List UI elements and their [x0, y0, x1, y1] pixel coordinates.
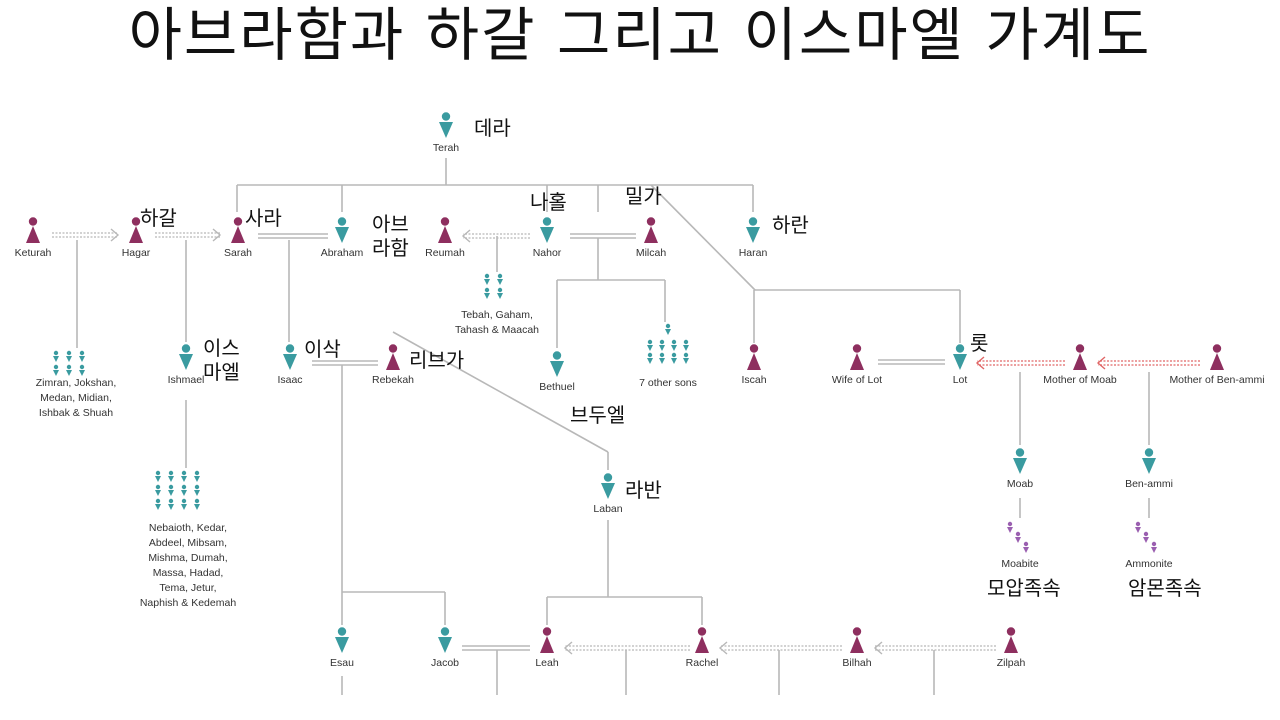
- female-person-icon: [231, 217, 245, 243]
- ko-isaac: 이삭: [304, 337, 341, 361]
- person-name-label: Esau: [330, 657, 354, 669]
- group-nahor-other-sons[interactable]: [644, 323, 694, 373]
- person-name-label: Ishmael: [167, 374, 205, 386]
- label-nahor-other-sons: 7 other sons: [639, 377, 697, 389]
- ko-lot: 롯: [970, 331, 989, 355]
- female-person-icon: [26, 217, 40, 243]
- label-reumah-sons: Tebah, Gaham, Tahash & Maacah: [454, 309, 540, 336]
- person-name-label: Sarah: [223, 247, 253, 259]
- descendants-icon: [1007, 521, 1029, 553]
- hagar-arrow-head: [212, 228, 222, 242]
- female-person-icon: [540, 627, 554, 653]
- keturah-arrow-head: [110, 228, 120, 242]
- person-name-label: Rebekah: [371, 374, 415, 386]
- ko-hagar: 하갈: [140, 206, 177, 230]
- ko-ishmael: 이스 마엘: [203, 336, 240, 384]
- ko-sarah: 사라: [245, 206, 282, 230]
- label-ishmael-sons: Nebaioth, Kedar, Abdeel, Mibsam, Mishma,…: [139, 522, 237, 609]
- male-person-icon: [746, 217, 760, 243]
- male-person-icon: [335, 627, 349, 653]
- ko-rebekah: 리브가: [409, 348, 465, 372]
- group-moabite[interactable]: [1004, 520, 1034, 556]
- person-name-label: Isaac: [277, 374, 303, 386]
- ko-abraham: 아브 라함: [372, 212, 409, 260]
- female-person-icon: [1004, 627, 1018, 653]
- person-name-label: Bilhah: [842, 657, 872, 669]
- mother-of-benammi-arrow-head: [1096, 356, 1106, 370]
- female-person-icon: [747, 344, 761, 370]
- person-name-label: Rachel: [685, 657, 719, 669]
- male-person-icon: [283, 344, 297, 370]
- descendants-icon: [484, 273, 503, 299]
- descendants-icon: [155, 470, 200, 510]
- bilhah-arrow-head: [718, 641, 728, 655]
- ko-laban: 라반: [625, 478, 662, 502]
- person-name-label: Zilpah: [996, 657, 1026, 669]
- rebekah-laban-diagonal: [392, 331, 609, 453]
- ko-terah: 데라: [474, 116, 511, 140]
- male-person-icon: [439, 112, 453, 138]
- rachel-arrow-head: [563, 641, 573, 655]
- ko-nahor: 나홀: [530, 190, 567, 214]
- person-name-label: Iscah: [741, 374, 767, 386]
- person-name-label: Mother of Moab: [1043, 374, 1117, 386]
- label-ammonite: Ammonite: [1125, 558, 1173, 570]
- person-name-label: Wife of Lot: [831, 374, 883, 386]
- group-ishmael-sons[interactable]: [152, 470, 204, 512]
- label-keturah-sons: Zimran, Jokshan, Medan, Midian, Ishbak &…: [35, 377, 117, 419]
- female-person-icon: [644, 217, 658, 243]
- ko-ammonite: 암몬족속: [1128, 576, 1202, 600]
- female-person-icon: [1210, 344, 1224, 370]
- person-name-label: Abraham: [320, 247, 364, 259]
- male-person-icon: [335, 217, 349, 243]
- group-ammonite[interactable]: [1132, 520, 1162, 556]
- person-name-label: Lot: [952, 374, 968, 386]
- page-title: 아브라함과 하갈 그리고 이스마엘 가계도: [128, 1, 1152, 69]
- person-name-label: Ben-ammi: [1125, 478, 1173, 490]
- female-person-icon: [129, 217, 143, 243]
- milcah-haran-diagonal: [650, 184, 756, 291]
- female-person-icon: [386, 344, 400, 370]
- nahor-reumah-arrow-head: [461, 229, 471, 243]
- male-person-icon: [540, 217, 554, 243]
- female-person-icon: [850, 627, 864, 653]
- person-name-label: Jacob: [430, 657, 460, 669]
- ko-moabite: 모압족속: [987, 576, 1061, 600]
- ko-bethuel: 브두엘: [570, 403, 626, 427]
- ko-haran: 하란: [772, 213, 809, 237]
- person-name-label: Hagar: [121, 247, 151, 259]
- person-name-label: Haran: [738, 247, 768, 259]
- person-name-label: Bethuel: [539, 381, 575, 393]
- zilpah-arrow-head: [873, 641, 883, 655]
- person-name-label: Moab: [1006, 478, 1034, 490]
- group-keturah-sons[interactable]: [50, 350, 89, 378]
- person-name-label: Reumah: [425, 247, 465, 259]
- person-name-label: Terah: [432, 142, 460, 154]
- person-name-label: Mother of Ben-ammi: [1169, 374, 1265, 386]
- ko-milcah: 밀가: [625, 184, 662, 208]
- male-person-icon: [1013, 448, 1027, 474]
- male-person-icon: [179, 344, 193, 370]
- male-person-icon: [953, 344, 967, 370]
- person-name-label: Nahor: [532, 247, 562, 259]
- female-person-icon: [695, 627, 709, 653]
- group-reumah-sons[interactable]: [481, 273, 507, 301]
- descendants-icon: [1135, 521, 1157, 553]
- female-person-icon: [850, 344, 864, 370]
- male-person-icon: [438, 627, 452, 653]
- female-person-icon: [438, 217, 452, 243]
- label-moabite: Moabite: [1001, 558, 1039, 570]
- person-name-label: Leah: [535, 657, 559, 669]
- person-name-label: Milcah: [635, 247, 667, 259]
- male-person-icon: [601, 473, 615, 499]
- male-person-icon: [1142, 448, 1156, 474]
- descendants-icon: [53, 350, 85, 376]
- mother-of-moab-arrow-head: [975, 356, 985, 370]
- descendants-icon: [647, 323, 689, 364]
- male-person-icon: [550, 351, 564, 377]
- person-name-label: Keturah: [14, 247, 52, 259]
- person-name-label: Laban: [593, 503, 623, 515]
- female-person-icon: [1073, 344, 1087, 370]
